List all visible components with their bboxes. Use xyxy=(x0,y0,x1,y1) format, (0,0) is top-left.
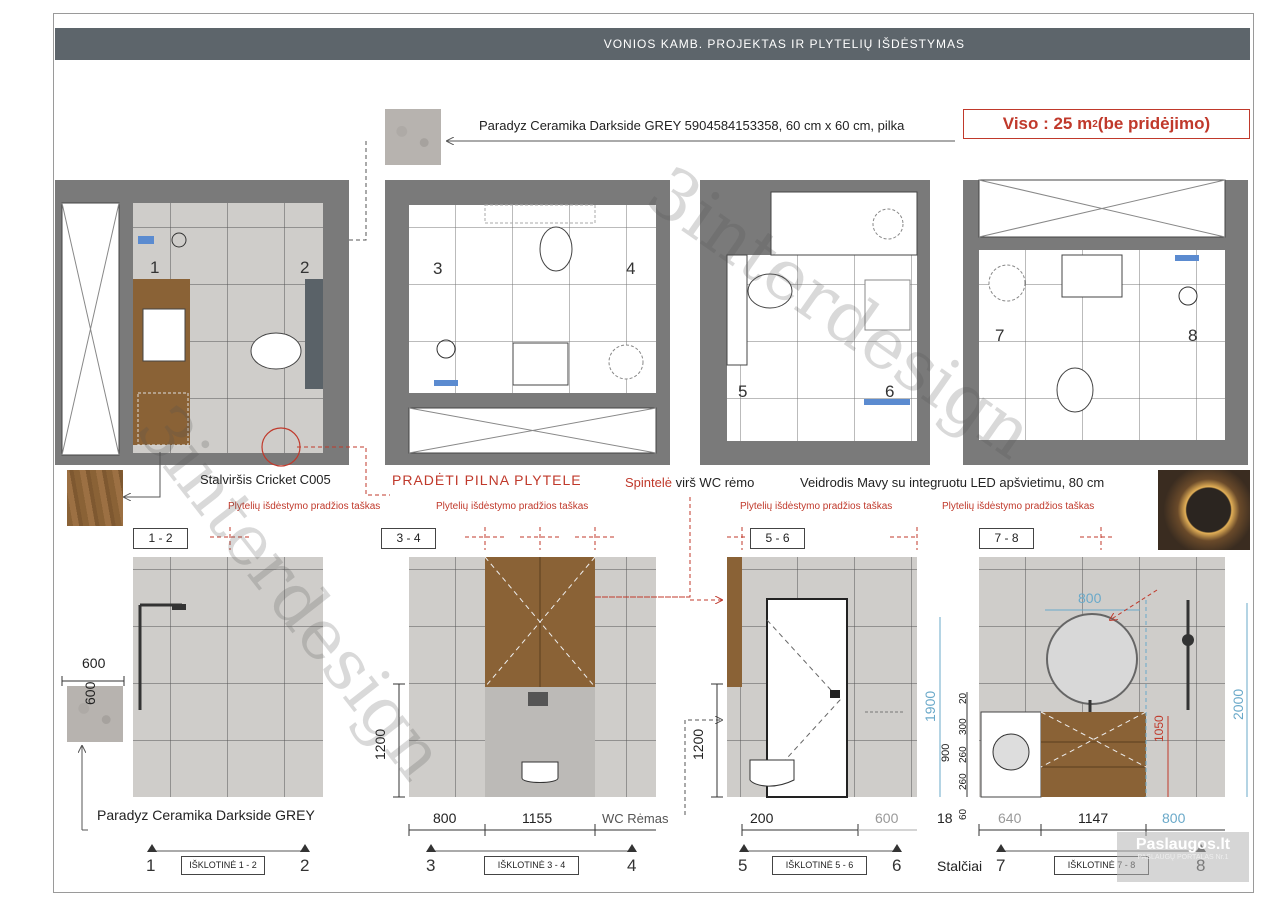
e34-dim-b: 1155 xyxy=(522,810,553,826)
view-1-left: 1 xyxy=(146,856,156,875)
total-prefix: Viso : 25 m xyxy=(1002,114,1093,133)
plan-7-8 xyxy=(963,179,1248,465)
tile-name-label: Paradyz Ceramika Darkside GREY xyxy=(97,807,315,823)
start-tile-connector xyxy=(297,446,390,496)
total-suffix: (be pridėjimo) xyxy=(1097,114,1211,133)
e56-dim-a: 200 xyxy=(750,810,774,826)
e78-h900: 900 xyxy=(940,743,952,762)
e56-dim-b: 600 xyxy=(875,810,899,826)
marker-8: 8 xyxy=(1188,326,1198,345)
marker-3: 3 xyxy=(433,259,443,278)
countertop-label: Stalviršis Cricket C005 xyxy=(200,472,331,487)
sample-height: 600 xyxy=(82,681,98,705)
elevation-tag-3-4: 3 - 4 xyxy=(381,528,436,549)
e78-mirror-width: 800 xyxy=(1078,590,1102,606)
tile-start-label-1: Plytelių išdėstymo pradžios taškas xyxy=(228,501,381,512)
marker-2: 2 xyxy=(300,258,310,277)
marker-6: 6 xyxy=(885,382,895,401)
marker-1: 1 xyxy=(150,258,160,277)
page-title: VONIOS KAMB. PROJEKTAS IR PLYTELIŲ IŠDĖS… xyxy=(603,37,965,51)
view-3-left: 5 xyxy=(738,856,748,875)
tile-spec-text: Paradyz Ceramika Darkside GREY 590458415… xyxy=(479,118,905,133)
e78-dim-a: 18 xyxy=(937,810,953,826)
view-2-right: 4 xyxy=(627,856,637,875)
caption-3-4: IŠKLOTINĖ 3 - 4 xyxy=(484,856,579,875)
portal-logo[interactable]: Paslaugos.lt PASLAUGŲ PORTALAS Nr.1 xyxy=(1117,832,1249,882)
sheet-frame xyxy=(53,13,1254,893)
marker-5: 5 xyxy=(738,382,748,401)
spec-link-line xyxy=(266,141,367,240)
tile-sample-image xyxy=(385,109,441,165)
cabinet-label-prefix: Spintelė xyxy=(625,475,672,490)
tile-start-label-4: Plytelių išdėstymo pradžios taškas xyxy=(942,501,1095,512)
sample-width: 600 xyxy=(82,655,106,671)
elevation-tag-5-6: 5 - 6 xyxy=(750,528,805,549)
e56-height: 1200 xyxy=(690,728,706,760)
logo-sub: PASLAUGŲ PORTALAS xyxy=(1137,854,1214,861)
start-full-tile-label: PRADĖTI PILNA PLYTELE xyxy=(392,472,582,488)
elevation-5-6 xyxy=(727,557,917,798)
tile-sample-image-2 xyxy=(67,686,123,742)
e78-h2000: 2000 xyxy=(1230,688,1246,720)
elevation-3-4 xyxy=(409,556,656,797)
e78-dim-b: 640 xyxy=(998,810,1022,826)
marker-7: 7 xyxy=(995,326,1005,345)
e78-h1050: 1050 xyxy=(1152,715,1166,742)
elevation-tag-1-2: 1 - 2 xyxy=(133,528,188,549)
logo-name: Paslaugos.lt xyxy=(1135,836,1231,853)
cabinet-label: Spintelė virš WC rėmo xyxy=(625,475,754,490)
elevation-1-2 xyxy=(133,557,323,797)
e78-v260a: 260 xyxy=(958,746,969,763)
marker-4: 4 xyxy=(626,259,636,278)
e78-dim-c: 1147 xyxy=(1078,810,1109,826)
view-4-left: 7 xyxy=(996,856,1006,875)
view-2-left: 3 xyxy=(426,856,436,875)
caption-1-2: IŠKLOTINĖ 1 - 2 xyxy=(181,856,265,875)
tile-start-label-3: Plytelių išdėstymo pradžios taškas xyxy=(740,501,893,512)
elevation-tag-7-8: 7 - 8 xyxy=(979,528,1034,549)
header-bar: VONIOS KAMB. PROJEKTAS IR PLYTELIŲ IŠDĖS… xyxy=(55,28,1250,60)
mirror-label: Veidrodis Mavy su integruotu LED apšviet… xyxy=(800,475,1105,490)
shelves-label: Stalčiai xyxy=(937,858,983,874)
elevation-7-8 xyxy=(979,557,1225,798)
e78-dim-d: 800 xyxy=(1162,810,1186,826)
mirror-sample-image xyxy=(1158,470,1250,550)
caption-5-6: IŠKLOTINĖ 5 - 6 xyxy=(772,856,867,875)
total-sup: 2 xyxy=(1092,118,1098,130)
tile-start-label-2: Plytelių išdėstymo pradžios taškas xyxy=(436,501,589,512)
e78-v260b: 260 xyxy=(958,773,969,790)
view-3-right: 6 xyxy=(892,856,902,875)
logo-nr: Nr.1 xyxy=(1215,854,1229,861)
plan-5-6 xyxy=(700,180,930,465)
plan-3-4 xyxy=(385,180,670,465)
countertop-arrow xyxy=(124,452,161,497)
plan-1-2 xyxy=(55,180,349,467)
view-1-right: 2 xyxy=(300,856,310,875)
e78-v60: 60 xyxy=(958,808,969,820)
e78-v20: 20 xyxy=(958,692,969,704)
wc-frame-label: WC Rėmas xyxy=(602,811,669,826)
e34-dim-a: 800 xyxy=(433,810,457,826)
e78-h1900: 1900 xyxy=(922,690,938,722)
cabinet-label-suffix: virš WC rėmo xyxy=(671,475,755,490)
wood-sample-image xyxy=(67,470,123,526)
e78-v300: 300 xyxy=(958,718,969,735)
